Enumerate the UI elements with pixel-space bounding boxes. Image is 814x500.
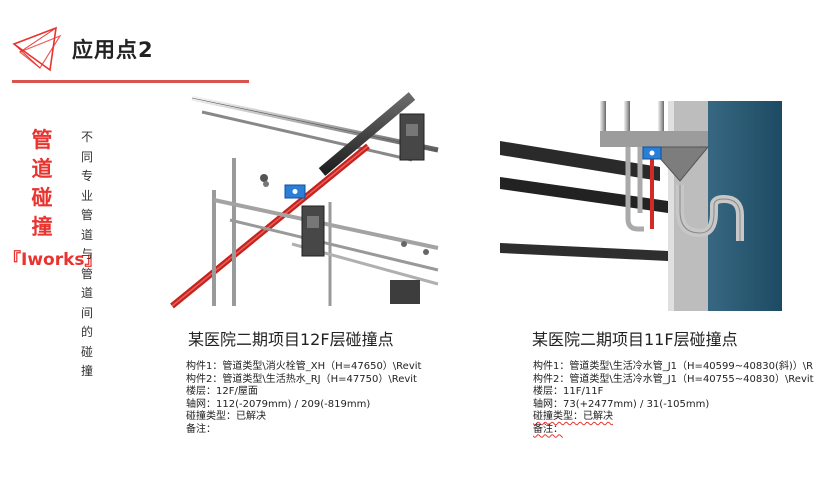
component1-text: 构件1：管道类型\消火栓管_XH（H=47650）\Revit	[186, 361, 422, 372]
section-title-char: 道	[31, 157, 53, 181]
grid-text: 轴网：73(+2477mm) / 31(-105mm)	[533, 398, 710, 410]
component1-text: 构件1：管道类型\生活冷水管_J1（H=40599~40830(斜)）\R	[533, 361, 814, 372]
floor-text: 楼层：12F/屋面	[186, 386, 258, 397]
section-subtitle-char: 专	[80, 169, 93, 183]
brand-label: 『Iworks』	[4, 250, 102, 270]
component2-text: 构件2：管道类型\生活热水_RJ（H=47750）\Revit	[186, 373, 417, 385]
collision-type-underlined: 碰撞类型：已解决	[533, 411, 613, 422]
collision-type-text: 碰撞类型：已解决	[533, 411, 795, 424]
collision-type-text: 碰撞类型：已解决	[186, 411, 266, 422]
section-subtitle-char: 道	[80, 227, 93, 242]
section-title-vertical: 管道碰撞	[28, 126, 56, 242]
section-subtitle-char: 碰	[80, 344, 93, 359]
collision-details-11f: 构件1：管道类型\生活冷水管_J1（H=40599~40830(斜)）\R 构件…	[533, 361, 814, 437]
section-subtitle-char: 管	[80, 208, 93, 222]
section-subtitle-char: 的	[80, 325, 93, 339]
collision-render-12f	[170, 92, 439, 309]
section-subtitle-char: 业	[80, 188, 93, 203]
section-title-char: 管	[31, 128, 53, 152]
slide-title: 应用点2	[72, 38, 154, 62]
floor-text: 楼层：11F/11F	[533, 386, 604, 397]
section-subtitle-char: 道	[80, 286, 93, 300]
component2-text: 构件2：管道类型\生活冷水管_J1（H=40755~40830）\Revit	[533, 373, 814, 385]
section-subtitle-char: 间	[80, 305, 93, 320]
grid-text: 轴网：112(-2079mm) / 209(-819mm)	[186, 398, 371, 410]
section-subtitle-char: 撞	[80, 364, 93, 378]
collision-details-12f: 构件1：管道类型\消火栓管_XH（H=47650）\Revit 构件2：管道类型…	[186, 361, 426, 436]
section-title-char: 撞	[31, 215, 53, 239]
remark-text: 备注：	[186, 423, 216, 435]
collision-title-11f: 某医院二期项目11F层碰撞点	[532, 330, 738, 349]
section-subtitle-char: 管	[80, 266, 93, 281]
collision-title-12f: 某医院二期项目12F层碰撞点	[188, 330, 394, 349]
section-subtitle-vertical: 不同专业管道与管道间的碰撞	[80, 128, 94, 382]
title-underline	[12, 80, 249, 83]
section-subtitle-char: 同	[80, 149, 93, 164]
remark-text: 备注：	[533, 424, 795, 437]
section-subtitle-char: 与	[80, 247, 93, 261]
section-subtitle-char: 不	[80, 130, 93, 144]
section-title-char: 碰	[31, 186, 53, 210]
collision-render-11f	[500, 101, 782, 311]
triangle-logo-icon	[12, 26, 62, 72]
remark-underlined: 备注：	[533, 423, 563, 435]
